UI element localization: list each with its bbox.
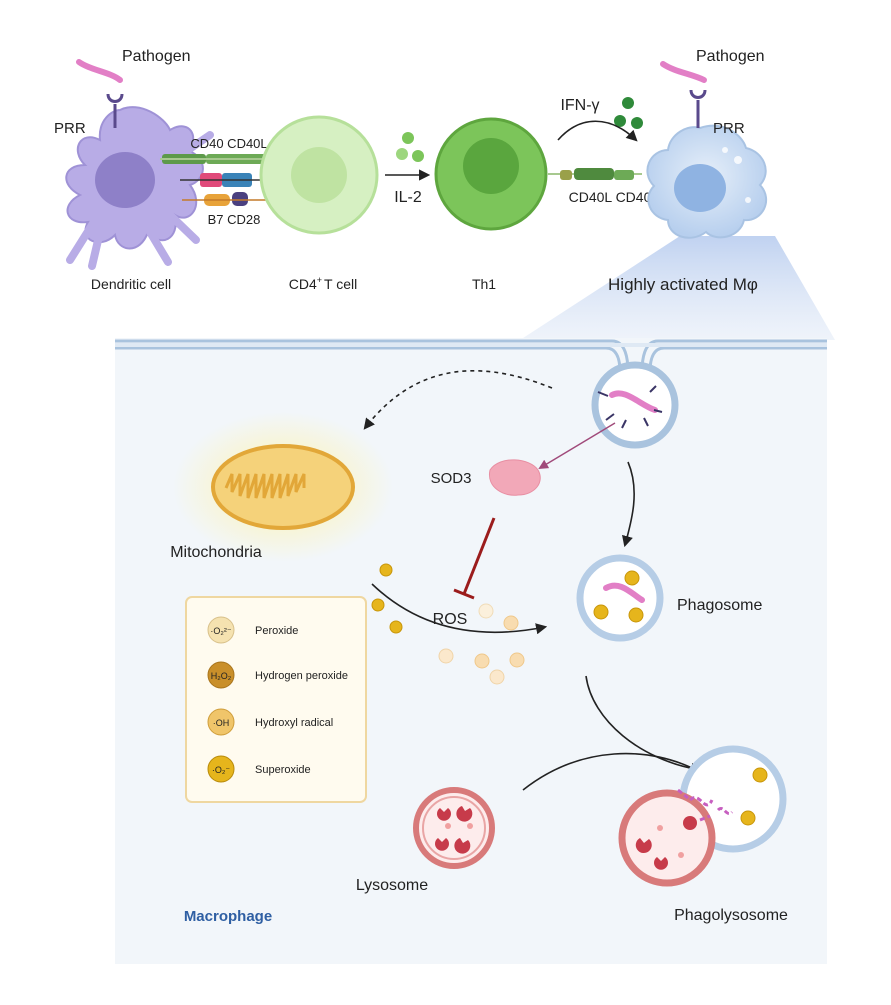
hydrogen-peroxide-swatch	[207, 661, 235, 689]
ros-particles	[371, 563, 525, 685]
legend-superoxide: Superoxide	[255, 764, 311, 776]
peroxide-swatch	[207, 616, 235, 644]
phagosome	[576, 554, 664, 642]
mitochondria	[173, 412, 393, 562]
pathogen-left-label: Pathogen	[122, 48, 191, 65]
mitochondria-label: Mitochondria	[170, 544, 262, 561]
dendritic-cell	[65, 106, 214, 270]
arrow-to-sod3	[538, 422, 616, 470]
macrophage-cell	[646, 124, 767, 239]
highly-activated-label: Highly activated Mφ	[608, 275, 758, 294]
costimulatory-molecules-left	[160, 154, 278, 206]
th1-label: Th1	[472, 276, 496, 292]
svg-text:·O₂²⁻: ·O₂²⁻	[210, 626, 231, 636]
ros-label: ROS	[433, 611, 468, 628]
macrophage-title: Macrophage	[184, 908, 272, 925]
il2-label: IL-2	[394, 189, 422, 206]
phagosome-label: Phagosome	[677, 597, 762, 614]
prr-right-shape	[689, 89, 707, 128]
arrow-lysosome-to-phagolysosome	[522, 752, 702, 791]
costimulatory-molecules-right	[548, 168, 642, 180]
ifn-gamma-label: IFN-γ	[560, 97, 599, 114]
svg-text:·O₂⁻: ·O₂⁻	[212, 765, 230, 775]
pathogen-right-label: Pathogen	[696, 48, 765, 65]
inhibition-bar	[453, 588, 475, 600]
lysosome-label: Lysosome	[356, 877, 428, 894]
superoxide-swatch	[207, 755, 235, 783]
legend-peroxide: Peroxide	[255, 625, 298, 637]
prr-left-label: PRR	[54, 120, 86, 137]
il2-molecules	[396, 132, 424, 162]
zoom-beam	[520, 236, 835, 340]
cd40l-cd40-label: CD40L CD40	[569, 189, 652, 205]
pathogen-right-shape	[660, 61, 707, 83]
ifn-gamma-molecules	[614, 97, 643, 129]
th1-cell	[434, 117, 548, 231]
svg-text:H₂O₂: H₂O₂	[211, 671, 232, 681]
cd4-t-cell-label: CD4+T cell	[289, 275, 357, 292]
cd40-cd40l-label: CD40 CD40L	[190, 136, 267, 151]
inhibition-line	[462, 517, 496, 595]
arrow-phagosome-to-phagolysosome	[585, 675, 703, 775]
phagolysosome	[618, 745, 787, 887]
legend-hydrogen-peroxide: Hydrogen peroxide	[255, 670, 348, 682]
sod3-protein	[489, 459, 541, 496]
arrow-to-phagosome	[622, 461, 635, 548]
lysosome	[413, 787, 495, 869]
dendritic-cell-label: Dendritic cell	[91, 276, 171, 292]
endocytic-vesicle	[591, 361, 679, 449]
legend-hydroxyl-radical: Hydroxyl radical	[255, 717, 333, 729]
phagolysosome-label: Phagolysosome	[674, 907, 788, 924]
membrane-fill	[115, 343, 827, 347]
pathogen-left-shape	[76, 59, 123, 83]
sod3-label: SOD3	[431, 470, 472, 487]
prr-right-label: PRR	[713, 120, 745, 137]
svg-text:·OH: ·OH	[213, 718, 230, 728]
cd4-t-cell	[259, 115, 379, 235]
ifn-gamma-arrow	[557, 120, 638, 142]
legend-box: ·O₂²⁻ Peroxide H₂O₂ Hydrogen peroxide ·O…	[185, 596, 367, 803]
ros-arrow	[371, 583, 548, 635]
hydroxyl-radical-swatch	[207, 708, 235, 736]
prr-left-shape	[106, 93, 124, 128]
b7-cd28-label: B7 CD28	[208, 212, 261, 227]
